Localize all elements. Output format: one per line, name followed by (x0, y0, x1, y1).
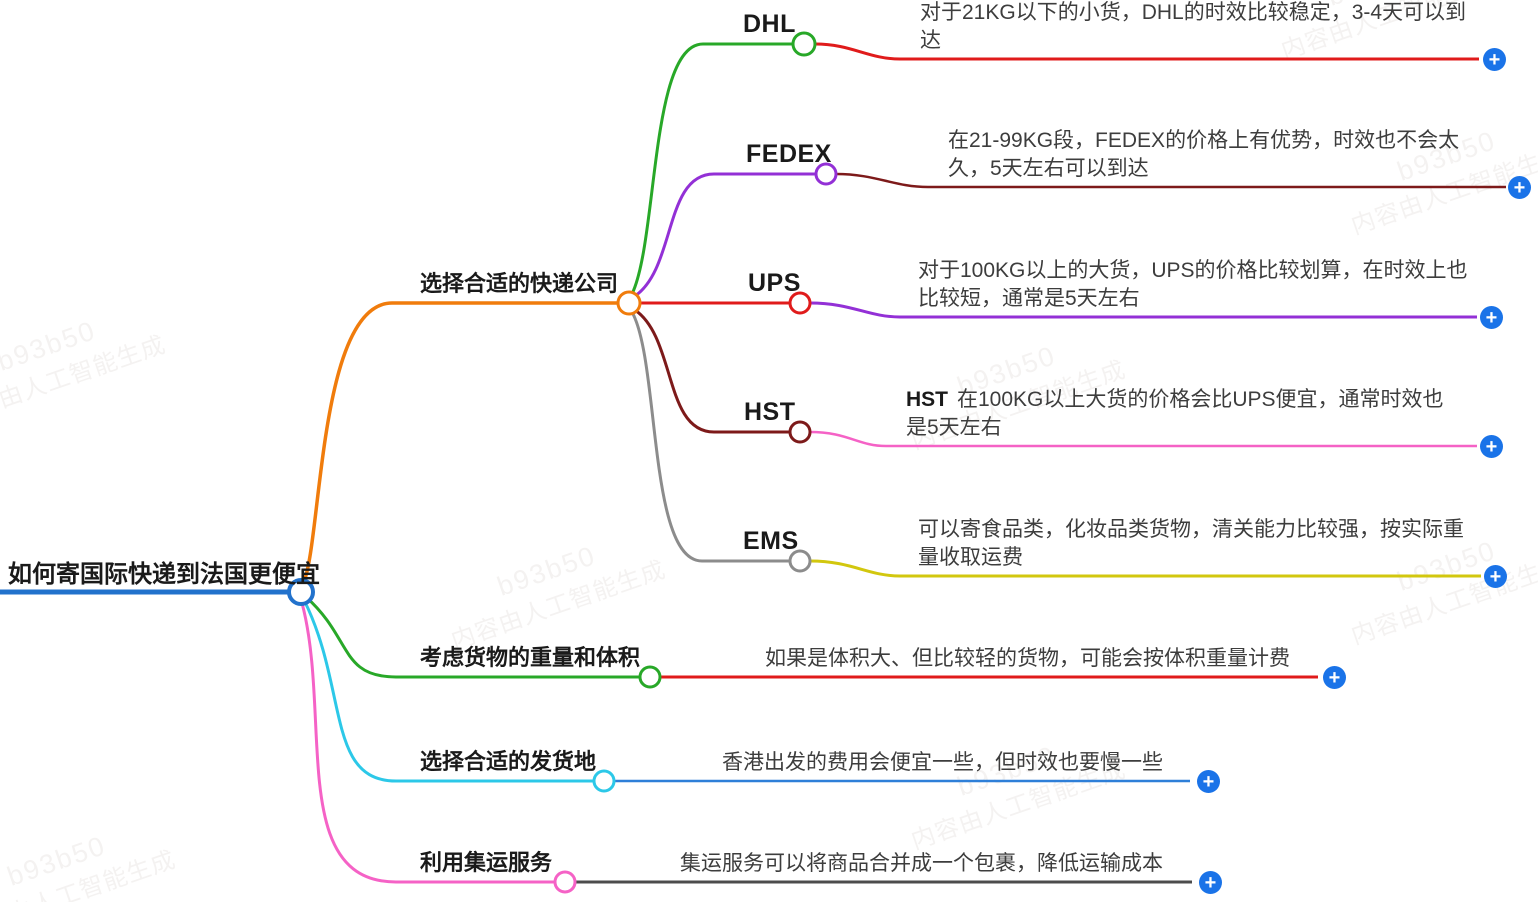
branch-label-consolidation[interactable]: 利用集运服务 (420, 850, 553, 875)
note-dhl[interactable]: 对于21KG以下的小货，DHL的时效比较稳定，3-4天可以到达 (920, 0, 1480, 55)
branch-label-weight[interactable]: 考虑货物的重量和体积 (420, 645, 641, 670)
note-fedex-text: 在21-99KG段，FEDEX的价格上有优势，时效也不会太久，5天左右可以到达 (948, 129, 1460, 180)
note-hst-text: 在100KG以上大货的价格会比UPS便宜，通常时效也是5天左右 (906, 388, 1444, 439)
node-connector-consolidation[interactable] (553, 870, 577, 894)
child-label-fedex[interactable]: FEDEX (746, 140, 832, 168)
note-dhl-text: 对于21KG以下的小货，DHL的时效比较稳定，3-4天可以到达 (920, 1, 1467, 52)
child-label-dhl[interactable]: DHL (743, 10, 796, 38)
branch-label-origin[interactable]: 选择合适的发货地 (420, 749, 597, 774)
note-weight[interactable]: 如果是体积大、但比较轻的货物，可能会按体积重量计费 (765, 645, 1290, 673)
note-origin-text: 香港出发的费用会便宜一些，但时效也要慢一些 (722, 751, 1163, 774)
note-hst-prefix: HST (906, 388, 948, 411)
node-connector-hst[interactable] (788, 420, 812, 444)
edge-carriers-to-ems (630, 311, 789, 563)
edge-dhl-note (814, 42, 1479, 61)
expand-button-ems[interactable]: + (1484, 565, 1507, 588)
note-fedex[interactable]: 在21-99KG段，FEDEX的价格上有优势，时效也不会太久，5天左右可以到达 (948, 127, 1478, 183)
note-origin[interactable]: 香港出发的费用会便宜一些，但时效也要慢一些 (722, 749, 1163, 777)
edge-root-to-consolidation (300, 602, 554, 884)
edge-root-to-weight (305, 595, 639, 679)
edge-ups-note (809, 301, 1477, 319)
note-weight-text: 如果是体积大、但比较轻的货物，可能会按体积重量计费 (765, 647, 1290, 670)
note-ups-text: 对于100KG以上的大货，UPS的价格比较划算，在时效上也比较短，通常是5天左右 (918, 259, 1468, 310)
edge-root-to-origin (302, 599, 593, 783)
node-connector-fedex[interactable] (814, 162, 838, 186)
child-label-hst[interactable]: HST (744, 398, 796, 426)
note-ups[interactable]: 对于100KG以上的大货，UPS的价格比较划算，在时效上也比较短，通常是5天左右 (918, 257, 1474, 313)
node-connector-ups[interactable] (788, 291, 812, 315)
node-connector-carriers[interactable] (616, 290, 642, 316)
edge-carriers-to-dhl (630, 42, 793, 295)
edge-fedex-note (835, 172, 1506, 189)
edge-carriers-to-fedex (634, 172, 816, 298)
node-connector-dhl[interactable] (791, 31, 817, 57)
expand-button-origin[interactable]: + (1197, 770, 1220, 793)
root-node-label[interactable]: 如何寄国际快递到法国更便宜 (8, 561, 320, 588)
node-connector-weight[interactable] (638, 665, 662, 689)
node-connector-origin[interactable] (592, 769, 616, 793)
branch-label-carriers[interactable]: 选择合适的快递公司 (420, 271, 619, 296)
expand-button-hst[interactable]: + (1480, 435, 1503, 458)
note-consolidation-text: 集运服务可以将商品合并成一个包裹，降低运输成本 (680, 852, 1163, 875)
edge-hst-note (809, 430, 1477, 448)
node-connector-root[interactable] (287, 578, 315, 606)
expand-button-fedex[interactable]: + (1508, 176, 1531, 199)
expand-button-dhl[interactable]: + (1483, 48, 1506, 71)
edge-carriers-to-hst (634, 308, 789, 434)
expand-button-weight[interactable]: + (1323, 666, 1346, 689)
edge-root-to-carriers (301, 301, 618, 585)
note-ems[interactable]: 可以寄食品类，化妆品类货物，清关能力比较强，按实际重量收取运费 (918, 516, 1476, 572)
note-consolidation[interactable]: 集运服务可以将商品合并成一个包裹，降低运输成本 (680, 850, 1163, 878)
child-label-ups[interactable]: UPS (748, 269, 801, 297)
expand-button-ups[interactable]: + (1480, 306, 1503, 329)
node-connector-ems[interactable] (788, 549, 812, 573)
expand-button-consolidation[interactable]: + (1199, 871, 1222, 894)
child-label-ems[interactable]: EMS (743, 527, 799, 555)
note-ems-text: 可以寄食品类，化妆品类货物，清关能力比较强，按实际重量收取运费 (918, 518, 1464, 569)
edge-ems-note (809, 559, 1481, 578)
